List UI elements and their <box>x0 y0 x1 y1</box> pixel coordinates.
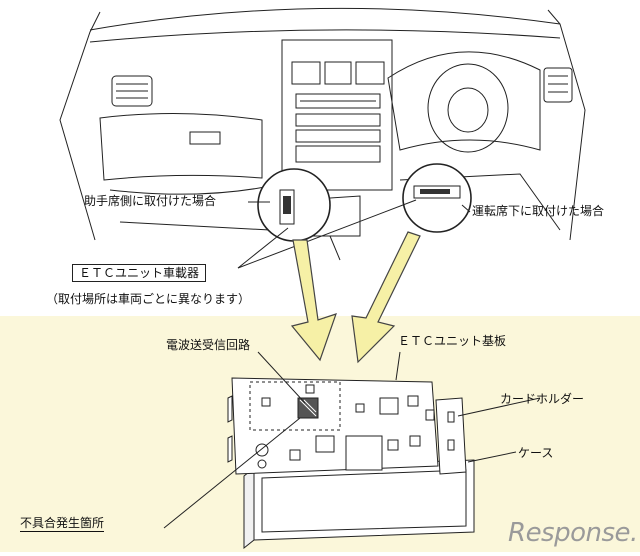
radio-circuit-label: 電波送受信回路 <box>166 338 251 352</box>
board-leader-lines <box>163 351 541 529</box>
defect-location-label: 不具合発生箇所 <box>20 516 105 532</box>
case-label: ケース <box>518 446 554 460</box>
etc-unit-drawing <box>227 377 475 550</box>
driver-side-label: 運転席下に取付けた場合 <box>472 204 605 218</box>
card-holder-label: カードホルダー <box>500 392 585 406</box>
dashboard-drawing <box>59 7 586 261</box>
pointer-lines <box>237 199 471 269</box>
arrows <box>290 231 421 364</box>
etc-unit-label: ＥＴＣユニット車載器 <box>72 264 207 282</box>
passenger-side-label: 助手席側に取付けた場合 <box>84 194 217 208</box>
etc-board-label: ＥＴＣユニット基板 <box>398 334 507 348</box>
response-watermark: Response. <box>508 518 638 548</box>
mount-note-label: （取付場所は車両ごとに異なります） <box>46 292 251 306</box>
